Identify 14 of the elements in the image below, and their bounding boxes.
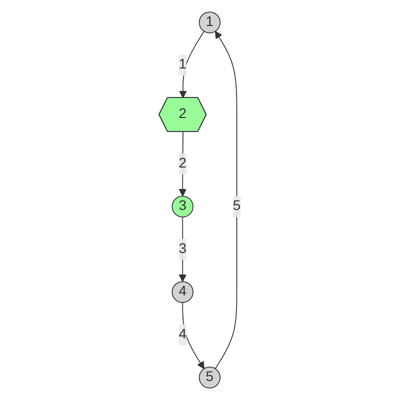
edge-label: 4 <box>178 326 187 342</box>
arrow <box>179 30 205 98</box>
node-circle: 5 <box>199 366 221 388</box>
node-circle: 3 <box>172 196 194 218</box>
edge-label: 2 <box>178 156 187 171</box>
node-circle: 1 <box>199 12 221 34</box>
edge-label: 5 <box>233 198 241 214</box>
node-circle: 4 <box>172 281 194 303</box>
edge-label: 1 <box>178 57 187 72</box>
arrow <box>182 302 205 370</box>
arrow <box>178 132 187 196</box>
arrow <box>215 30 238 370</box>
edge-label: 3 <box>178 241 187 256</box>
arrow <box>178 216 187 282</box>
